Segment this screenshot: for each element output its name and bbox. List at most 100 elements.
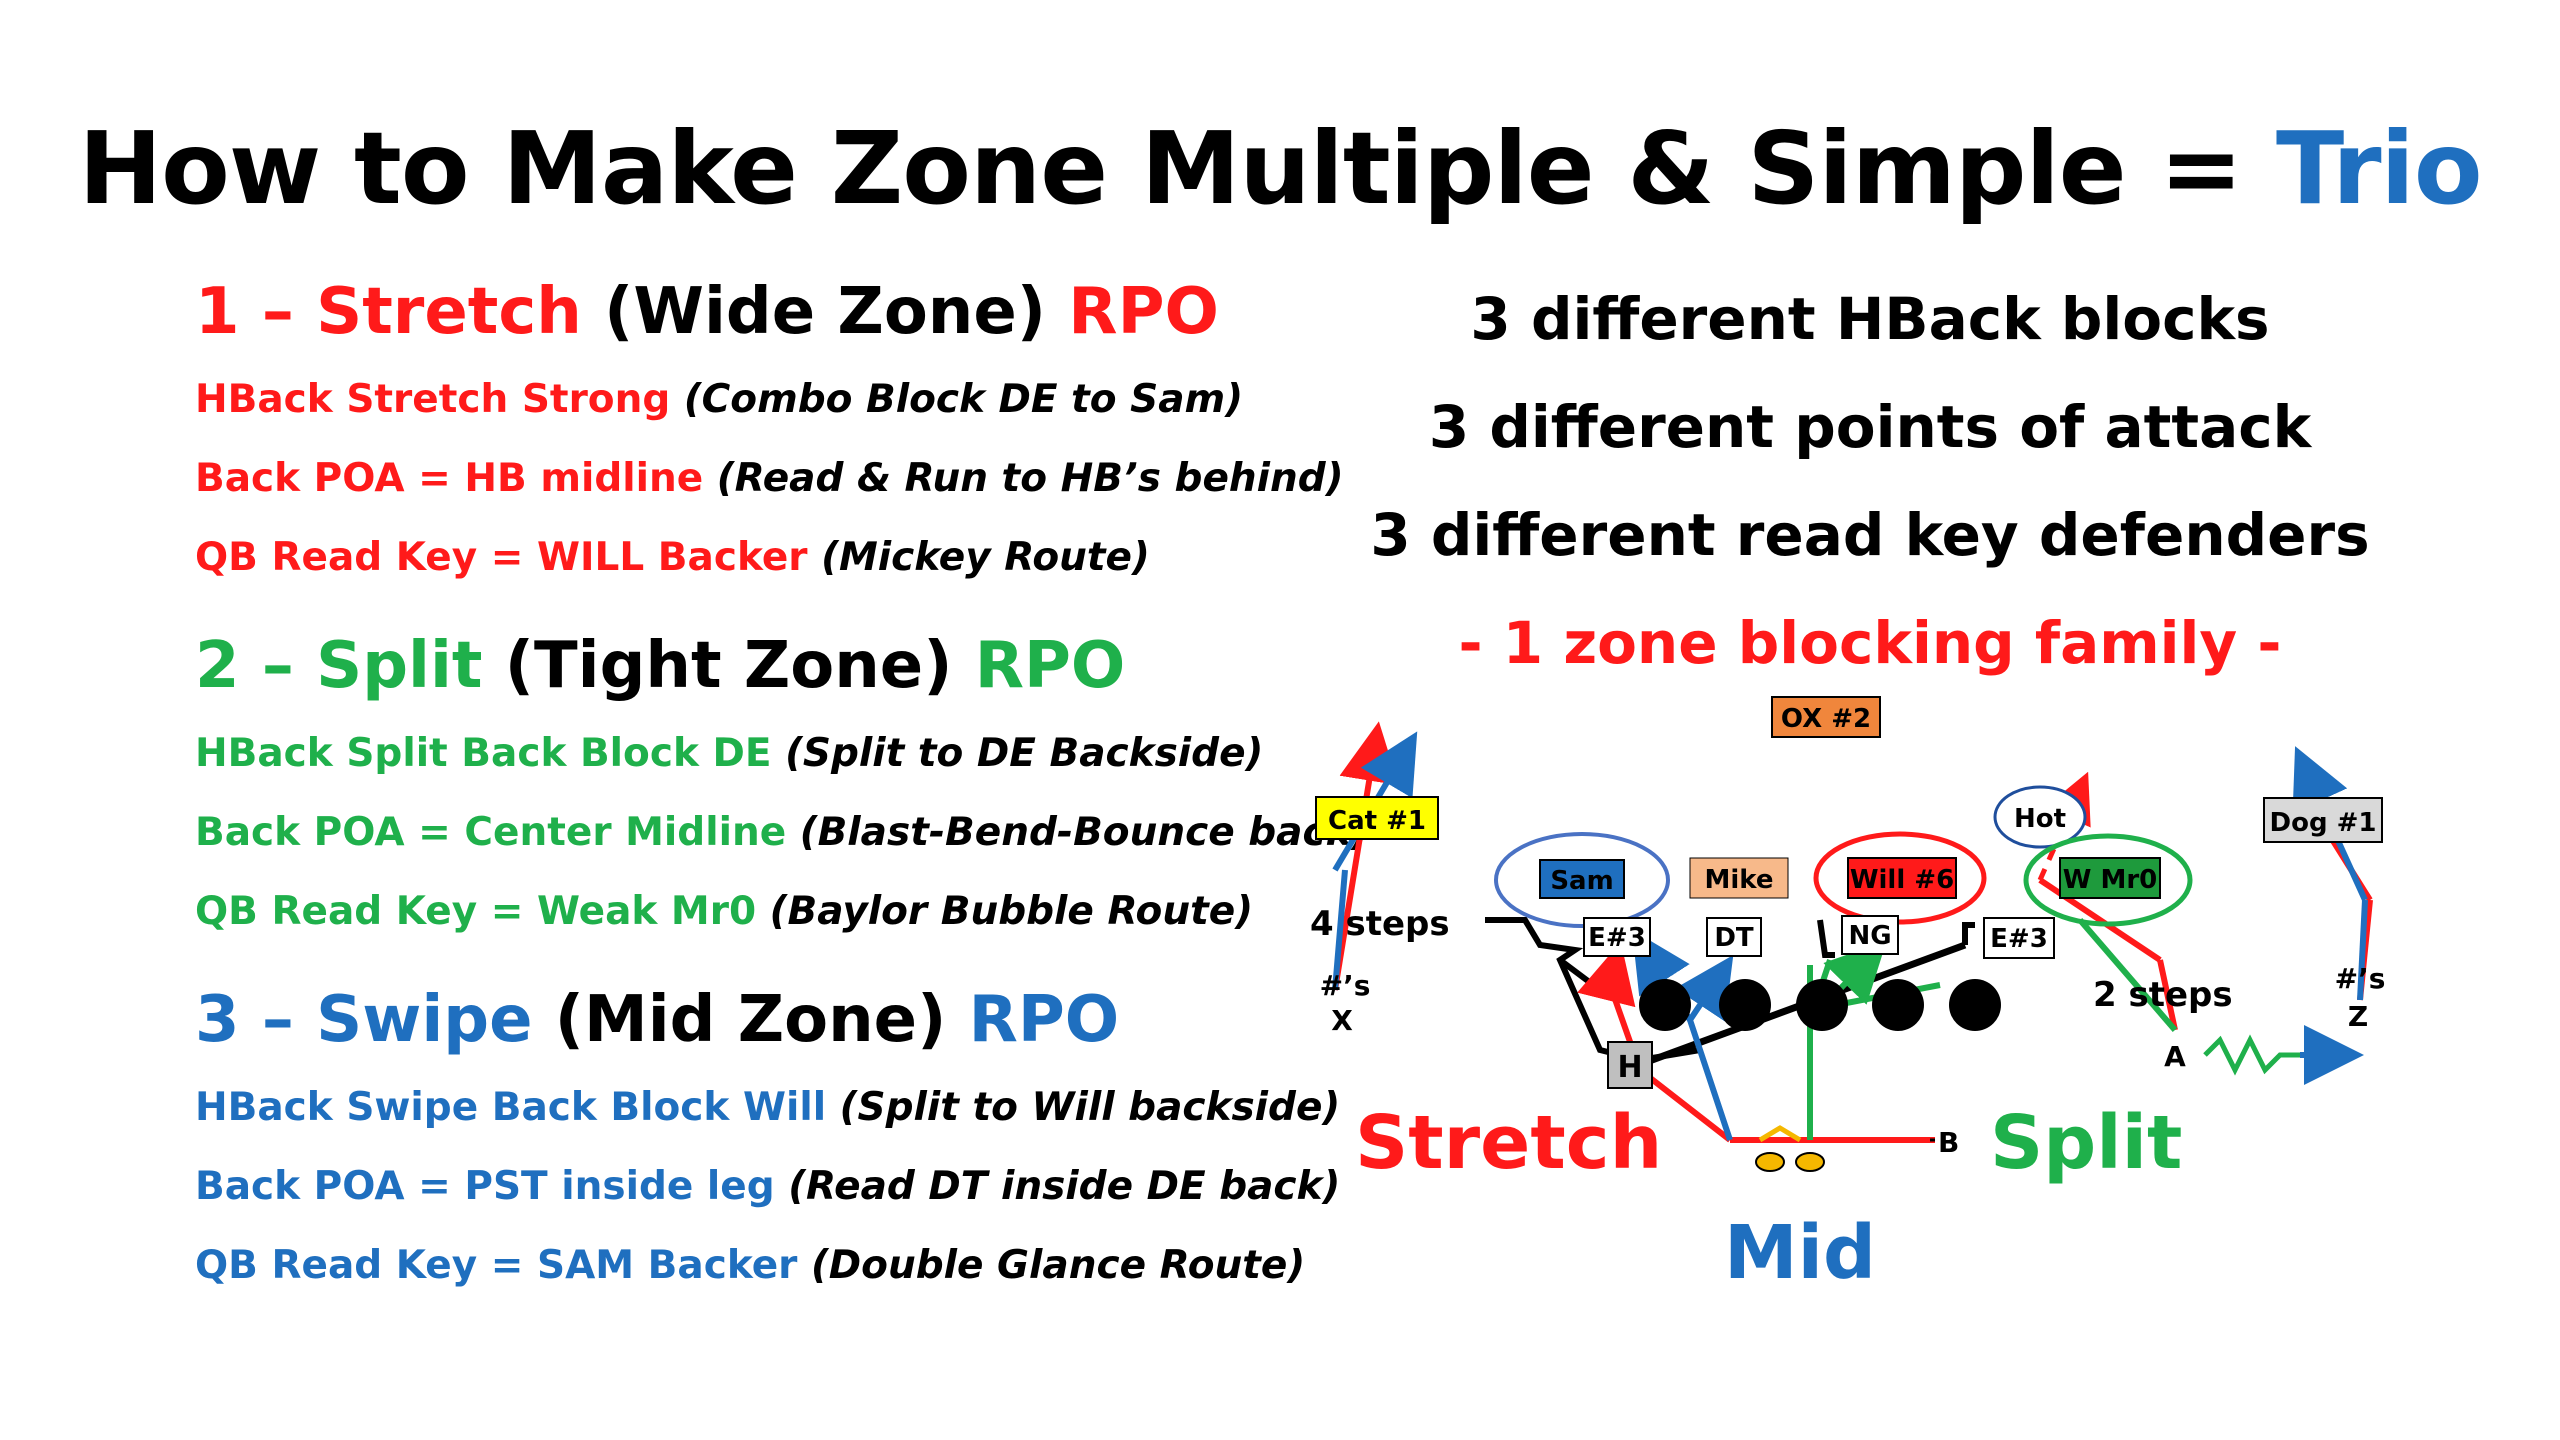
section-zone-type: (Wide Zone) — [581, 275, 1069, 349]
page-title: How to Make Zone Multiple & Simple = Tri… — [0, 110, 2560, 227]
section-tag: RPO — [974, 629, 1126, 703]
lineman-left-tackle — [1639, 979, 1691, 1031]
defender-e3-left: E#3 — [1583, 917, 1651, 957]
offensive-line — [1639, 979, 2001, 1031]
mike-label: Mike — [1704, 865, 1773, 895]
line-label: HBack Stretch Strong — [195, 377, 684, 422]
e3-left-label: E#3 — [1588, 923, 1646, 953]
line-label: Back POA = HB midline — [195, 456, 717, 501]
numbers-z-bottom-label: Z — [2348, 1000, 2368, 1033]
title-highlight: Trio — [2276, 110, 2483, 227]
defender-will: Will #6 — [1813, 831, 1987, 925]
defender-hot: Hot — [1993, 785, 2087, 849]
summary-panel: 3 different HBack blocks 3 different poi… — [1340, 265, 2400, 697]
will-label: Will #6 — [1850, 865, 1954, 895]
section-line: QB Read Key = SAM Backer (Double Glance … — [195, 1226, 1345, 1305]
two-steps-label: 2 steps — [2093, 975, 2233, 1015]
line-label: HBack Swipe Back Block Will — [195, 1085, 840, 1130]
line-label: HBack Split Back Block DE — [195, 731, 786, 776]
mid-diagram-label: Mid — [1724, 1210, 1876, 1296]
stretch-diagram-label: Stretch — [1355, 1100, 1662, 1186]
defender-ng: NG — [1841, 915, 1899, 955]
line-label: QB Read Key = WILL Backer — [195, 535, 822, 580]
section-heading: 1 – Stretch (Wide Zone) RPO — [195, 265, 1345, 360]
section-line: Back POA = Center Midline (Blast-Bend-Bo… — [195, 793, 1369, 872]
section-tag: RPO — [1068, 275, 1219, 349]
section-swipe: 3 – Swipe (Mid Zone) RPO HBack Swipe Bac… — [195, 973, 1345, 1305]
qb-path — [1758, 1125, 1802, 1143]
split-diagram-label: Split — [1990, 1100, 2182, 1186]
section-tag: RPO — [968, 983, 1120, 1057]
section-name: Stretch — [316, 275, 582, 349]
defender-sam: Sam — [1494, 832, 1670, 928]
section-heading: 3 – Swipe (Mid Zone) RPO — [195, 973, 1345, 1068]
ox-label: OX #2 — [1781, 704, 1871, 734]
section-line: HBack Split Back Block DE (Split to DE B… — [195, 714, 1345, 793]
section-name: Split — [316, 629, 483, 703]
cat-label: Cat #1 — [1328, 806, 1426, 836]
ng-label: NG — [1848, 921, 1891, 951]
section-heading: 2 – Split (Tight Zone) RPO — [195, 619, 1345, 714]
lineman-center — [1796, 979, 1848, 1031]
numbers-z-top-label: #’s — [2335, 962, 2386, 995]
hot-label: Hot — [2014, 804, 2066, 834]
lineman-left-guard — [1719, 979, 1771, 1031]
section-number: 2 – — [195, 629, 317, 703]
dt-label: DT — [1714, 923, 1754, 953]
section-line: Back POA = PST inside leg (Read DT insid… — [195, 1147, 1345, 1226]
summary-line: 3 different read key defenders — [1370, 501, 2370, 569]
line-note: (Double Glance Route) — [810, 1243, 1306, 1288]
defender-wmr0: W Mr0 — [2023, 833, 2193, 927]
section-line: HBack Swipe Back Block Will (Split to Wi… — [195, 1068, 1345, 1147]
section-line: Back POA = HB midline (Read & Run to HB’… — [195, 439, 1345, 518]
line-note: (Combo Block DE to Sam) — [683, 377, 1244, 422]
x-receiver-routes — [1332, 721, 1418, 991]
defender-dog: Dog #1 — [2263, 797, 2383, 843]
four-steps-label: 4 steps — [1310, 904, 1450, 944]
b-back-label: B — [1938, 1126, 1959, 1159]
dog-label: Dog #1 — [2270, 808, 2377, 838]
summary-line: 3 different points of attack — [1428, 393, 2312, 461]
section-line: QB Read Key = Weak Mr0 (Baylor Bubble Ro… — [195, 872, 1345, 951]
defender-mike: Mike — [1689, 857, 1789, 899]
sam-label: Sam — [1550, 866, 1613, 896]
defender-ox: OX #2 — [1771, 696, 1881, 738]
e3-right-label: E#3 — [1990, 924, 2048, 954]
qb-icon — [1755, 1152, 1825, 1172]
section-line: QB Read Key = WILL Backer (Mickey Route) — [195, 518, 1345, 597]
concept-list: 1 – Stretch (Wide Zone) RPO HBack Stretc… — [195, 265, 1369, 1327]
wmr0-label: W Mr0 — [2063, 865, 2158, 895]
line-note: (Blast-Bend-Bounce back) — [799, 810, 1370, 855]
line-label: QB Read Key = SAM Backer — [195, 1243, 811, 1288]
section-number: 3 – — [195, 983, 317, 1057]
section-number: 1 – — [195, 275, 317, 349]
h-label: H — [1617, 1050, 1642, 1085]
line-note: (Read & Run to HB’s behind) — [716, 456, 1344, 501]
line-label: QB Read Key = Weak Mr0 — [195, 889, 770, 934]
lineman-right-tackle — [1949, 979, 2001, 1031]
defender-dt: DT — [1706, 917, 1762, 957]
a-back-label: A — [2164, 1040, 2186, 1073]
line-label: Back POA = PST inside leg — [195, 1164, 789, 1209]
line-label: Back POA = Center Midline — [195, 810, 800, 855]
line-note: (Split to DE Backside) — [785, 731, 1264, 776]
section-zone-type: (Tight Zone) — [482, 629, 975, 703]
section-line: HBack Stretch Strong (Combo Block DE to … — [195, 360, 1345, 439]
defender-e3-right: E#3 — [1983, 917, 2055, 959]
line-note: (Baylor Bubble Route) — [769, 889, 1254, 934]
section-split: 2 – Split (Tight Zone) RPO HBack Split B… — [195, 619, 1369, 951]
defender-cat: Cat #1 — [1315, 796, 1439, 840]
h-back: H — [1607, 1041, 1653, 1089]
line-note: (Mickey Route) — [821, 535, 1150, 580]
line-note: (Split to Will backside) — [839, 1085, 1341, 1130]
title-text: How to Make Zone Multiple & Simple = — [78, 110, 2277, 227]
section-stretch: 1 – Stretch (Wide Zone) RPO HBack Stretc… — [195, 265, 1345, 597]
line-note: (Read DT inside DE back) — [788, 1164, 1341, 1209]
section-zone-type: (Mid Zone) — [532, 983, 969, 1057]
section-name: Swipe — [316, 983, 533, 1057]
summary-line: 3 different HBack blocks — [1470, 285, 2270, 353]
lineman-right-guard — [1872, 979, 1924, 1031]
family-line: - 1 zone blocking family - — [1458, 609, 2282, 677]
numbers-x-bottom-label: X — [1331, 1004, 1353, 1037]
